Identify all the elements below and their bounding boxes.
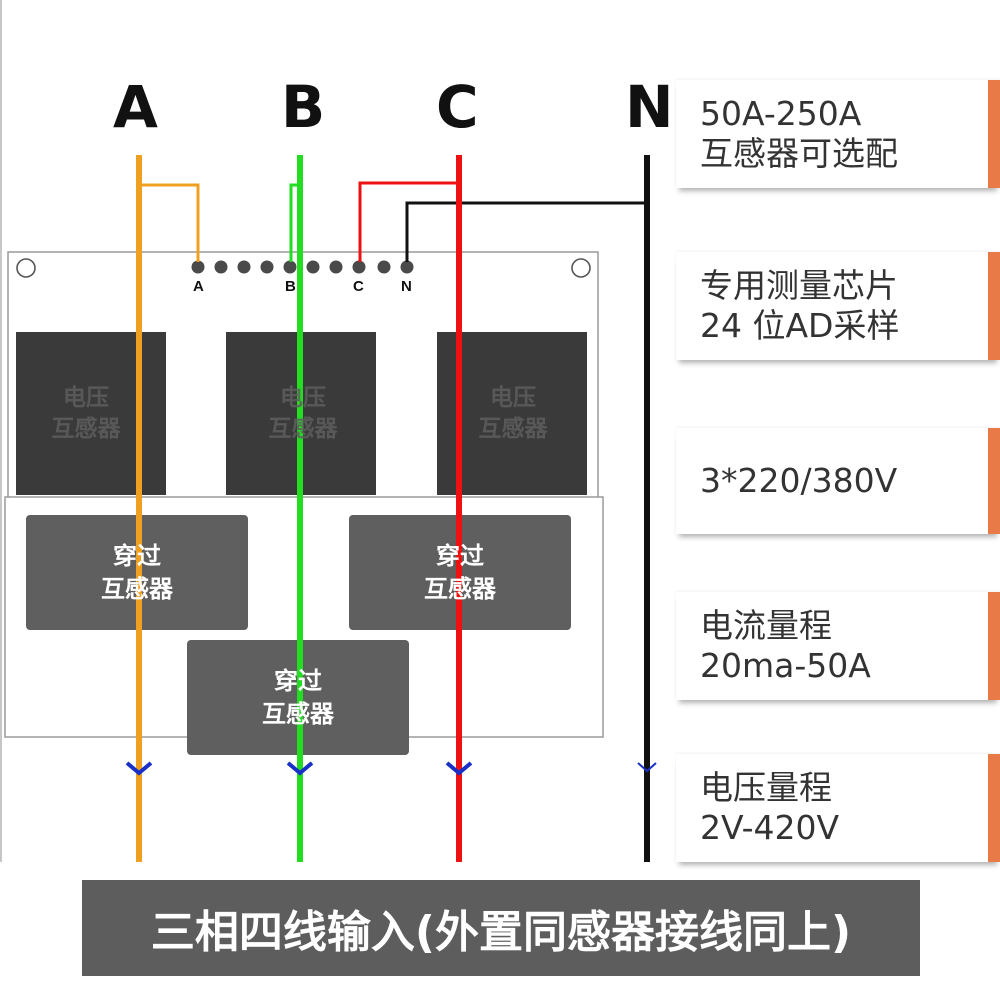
terminal-dot — [400, 260, 414, 274]
terminal-label-n: N — [401, 278, 412, 295]
footer-text: 三相四线输入(外置同感器接线同上) — [150, 907, 852, 958]
phase-label-n: N — [625, 73, 674, 141]
flow-arrow-icon — [637, 762, 657, 773]
phase-label-c: C — [436, 73, 479, 141]
spec-card-chip: 专用测量芯片 24 位AD采样 — [676, 252, 1000, 360]
terminal-label-b: B — [285, 278, 296, 295]
phase-label-b: B — [281, 73, 326, 141]
phase-c-tap-wire — [358, 181, 459, 262]
spec-card-ct-range: 50A-250A 互感器可选配 — [676, 80, 1000, 188]
terminal-label-c: C — [353, 278, 364, 295]
ct-label-c: 穿过互感器 — [424, 542, 496, 603]
terminal-strip — [191, 260, 414, 274]
spec-line: 互感器可选配 — [700, 134, 898, 173]
spec-line: 专用测量芯片 — [700, 266, 898, 305]
spec-card-voltage: 3*220/380V — [676, 428, 1000, 534]
terminal-dot — [283, 260, 297, 274]
flow-arrow-icon — [445, 761, 473, 776]
vt-label-a: 电压互感器 — [51, 385, 121, 442]
spec-line: 电流量程 — [700, 606, 832, 645]
terminal-dot — [377, 260, 391, 274]
terminal-dot — [237, 260, 251, 274]
terminal-dot — [306, 260, 320, 274]
ct-label-a: 穿过互感器 — [101, 542, 173, 603]
mount-hole-left — [16, 258, 36, 278]
terminal-dot — [260, 260, 274, 274]
vt-label-b: 电压互感器 — [268, 385, 338, 442]
spec-line: 2V-420V — [700, 808, 840, 847]
terminal-dot — [191, 260, 205, 274]
terminal-label-a: A — [193, 278, 204, 295]
phase-label-a: A — [113, 73, 158, 141]
terminal-dot — [329, 260, 343, 274]
spec-card-voltage-range: 电压量程 2V-420V — [676, 754, 1000, 862]
spec-line: 电压量程 — [700, 768, 832, 807]
phase-a-tap-wire — [139, 183, 200, 262]
terminal-dot — [352, 260, 366, 274]
vt-label-c: 电压互感器 — [478, 385, 548, 442]
flow-arrow-icon — [125, 761, 153, 776]
spec-line: 50A-250A — [700, 94, 862, 133]
spec-line: 20ma-50A — [700, 646, 871, 685]
mount-hole-right — [571, 258, 591, 278]
footer-banner: 三相四线输入(外置同感器接线同上) — [82, 880, 920, 976]
spec-line: 3*220/380V — [700, 461, 898, 500]
ct-label-b: 穿过互感器 — [262, 667, 334, 728]
spec-line: 24 位AD采样 — [700, 306, 900, 345]
terminal-dot — [214, 260, 228, 274]
spec-card-current-range: 电流量程 20ma-50A — [676, 592, 1000, 700]
neutral-tap-wire — [405, 201, 647, 262]
flow-arrow-icon — [286, 761, 314, 776]
